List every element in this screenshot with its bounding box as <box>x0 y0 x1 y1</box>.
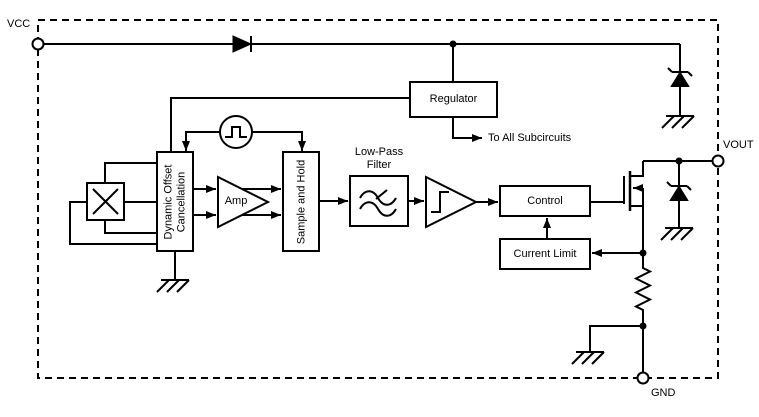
to-all-subcircuits-arrow <box>452 117 482 142</box>
vcc-terminal <box>31 37 45 51</box>
amp-label: Amp <box>224 195 248 207</box>
sample-and-hold-block <box>282 151 320 252</box>
ground-icon <box>661 115 695 129</box>
multiplier-icon <box>86 182 125 221</box>
oscillator-wires <box>182 131 306 151</box>
current-limit-block <box>499 238 591 270</box>
low-pass-filter-label: Low-Pass Filter <box>354 146 404 171</box>
gnd-terminal <box>636 371 650 385</box>
doc-to-amp-wires <box>193 185 216 219</box>
clock-oscillator-icon <box>219 115 253 149</box>
vout-terminal <box>711 154 725 168</box>
vout-label: VOUT <box>723 139 754 151</box>
to-all-subcircuits-label: To All Subcircuits <box>488 132 572 144</box>
ground-icon <box>660 227 694 241</box>
control-label: Control <box>527 194 563 207</box>
current-limit-label: Current Limit <box>513 247 577 260</box>
dynamic-offset-cancellation-label: Dynamic Offset Cancellation <box>162 164 188 240</box>
ground-icon <box>156 279 190 293</box>
ic-boundary <box>37 19 719 379</box>
control-block <box>499 185 591 217</box>
dynamic-offset-cancellation-block <box>156 151 194 252</box>
ground-icon <box>571 351 605 365</box>
vcc-label: VCC <box>7 18 31 30</box>
resistor-icon <box>633 253 653 326</box>
gnd-label: GND <box>651 387 676 399</box>
regulator-to-doc-wire <box>170 97 410 152</box>
regulator-label: Regulator <box>429 93 478 105</box>
multiplier-wires <box>69 162 157 245</box>
nmos-transistor-icon <box>623 161 644 253</box>
low-pass-wave-icon <box>359 189 397 217</box>
diode-icon <box>232 35 253 53</box>
sample-and-hold-label: Sample and Hold <box>295 159 307 245</box>
regulator-wires <box>170 44 482 152</box>
regulator-block <box>409 81 498 118</box>
resistor-ground-wire <box>589 325 643 352</box>
hysteresis-icon <box>431 191 449 213</box>
amp-to-sh-wires <box>242 185 281 219</box>
schmitt-trigger-triangle <box>425 175 479 229</box>
